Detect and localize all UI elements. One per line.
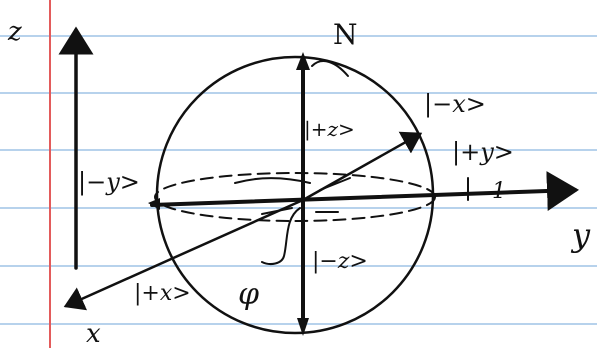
south-arrowhead [297,318,309,336]
minus-y-label: |−y> [78,168,140,197]
one-label: 1 [492,179,506,204]
z-axis-label: z [7,17,22,47]
y-axis-line [150,171,579,211]
plus-z-label: |+z> [304,117,355,142]
x-axis-label: x [86,319,101,348]
minus-x-label: |−x> [424,90,486,119]
minus-y-point [148,198,160,210]
north-label: N [333,18,358,51]
ruled-lines [0,35,597,325]
phi-curve [261,207,301,265]
equator-ellipse [154,172,436,222]
minus-z-label: |−z> [312,249,368,274]
plus-y-label: |+y> [452,138,514,167]
north-pole-squiggle [311,60,349,77]
plus-x-label: |+x> [134,281,191,306]
north-arrowhead [296,52,310,70]
x-axis-line [63,198,305,311]
y-axis-label: y [570,216,591,254]
phi-label: φ [238,277,259,312]
azimuth-dashes [234,177,351,215]
